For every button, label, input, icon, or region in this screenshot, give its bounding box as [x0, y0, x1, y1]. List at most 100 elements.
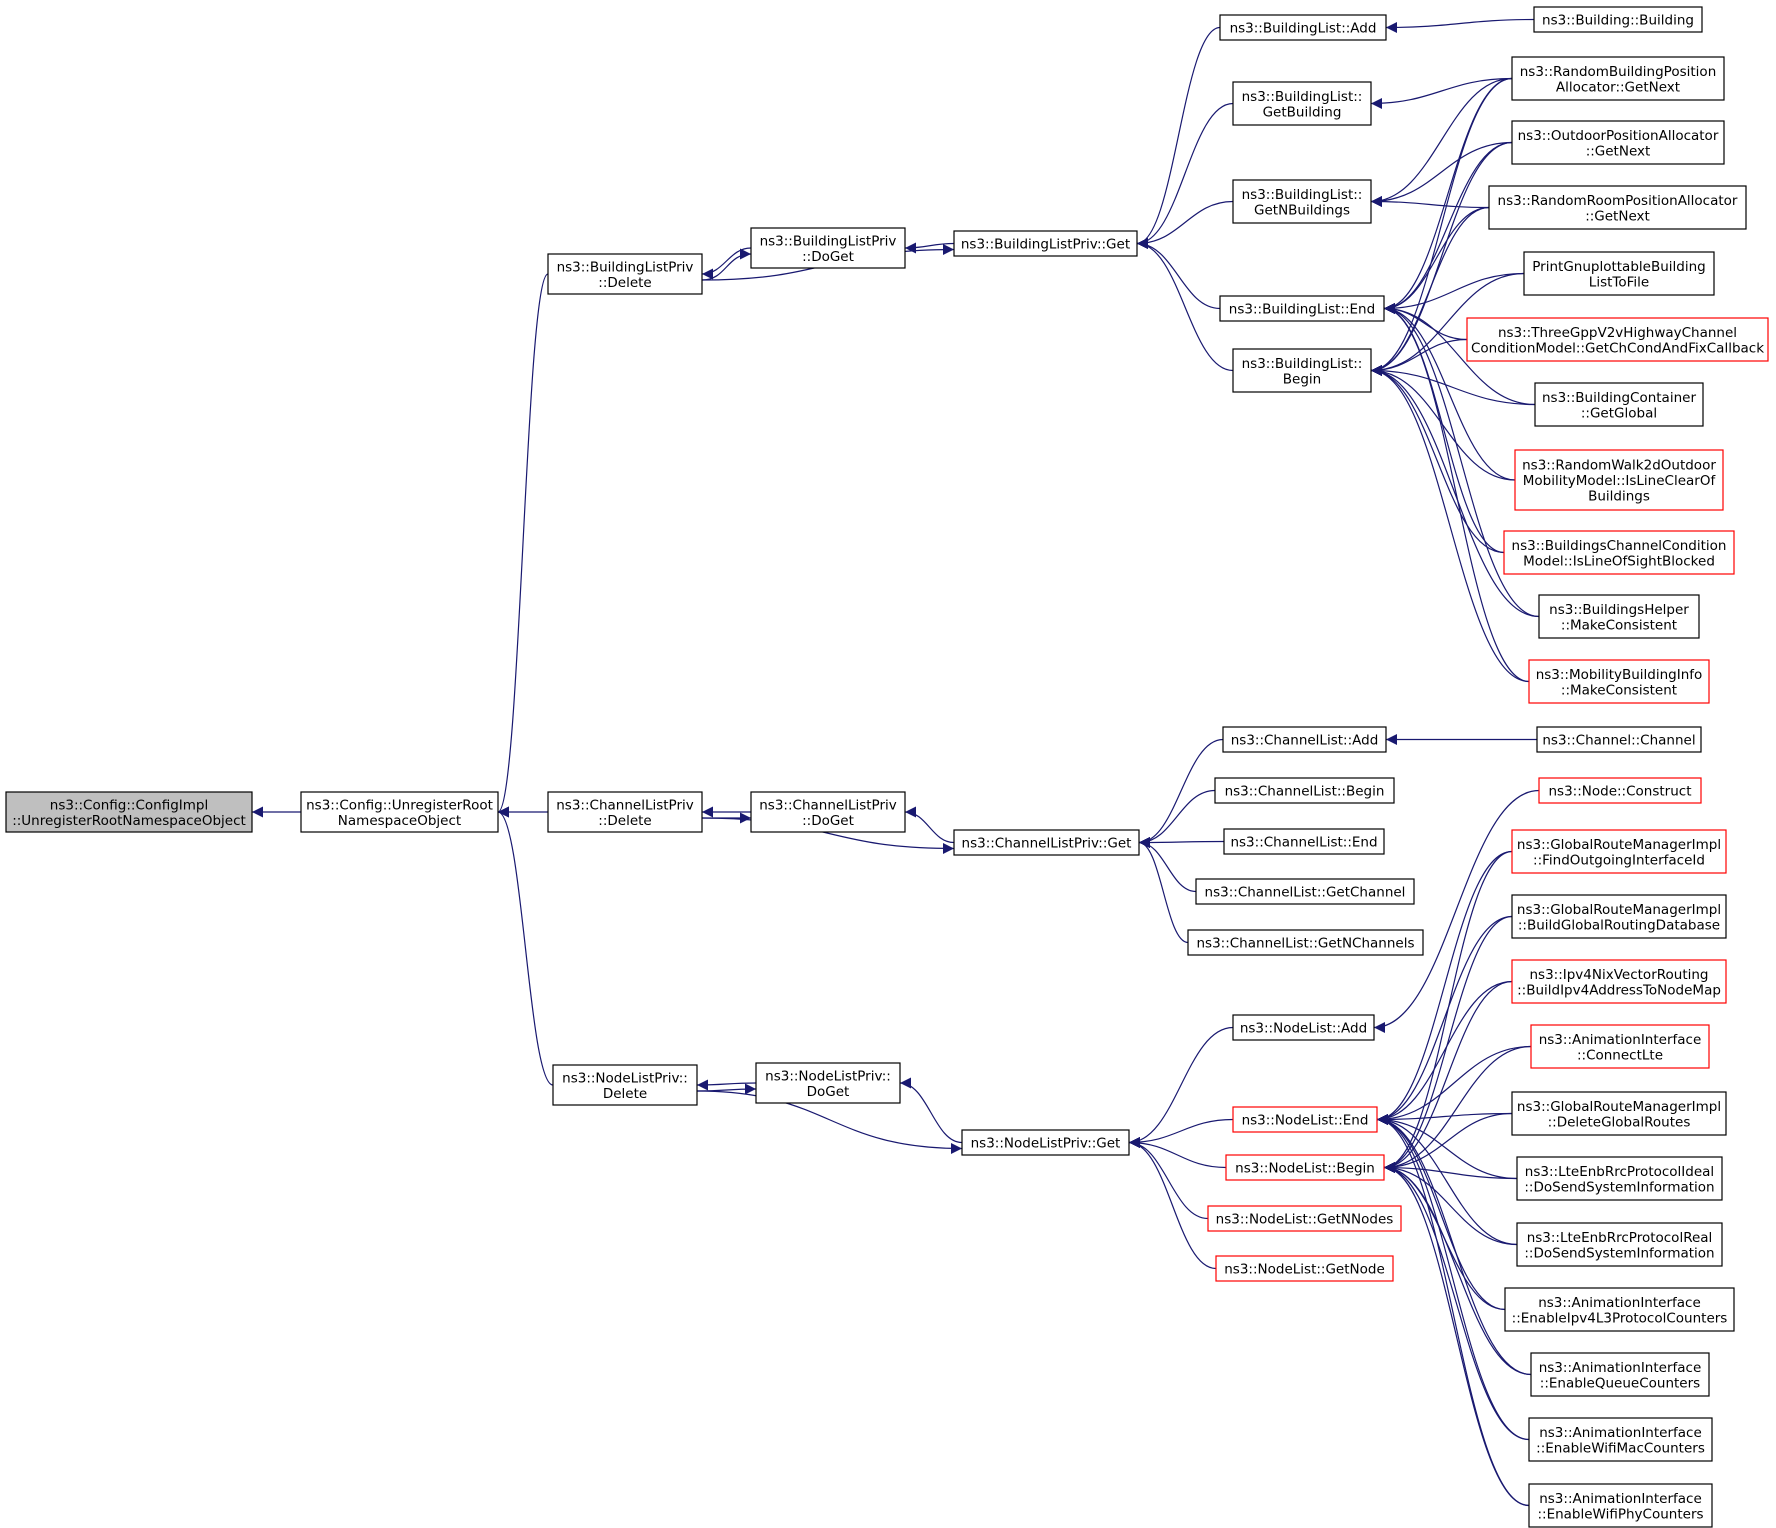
- edge-ipv4nix-to-nlEnd: [1376, 980, 1513, 1125]
- node-box: [1214, 777, 1395, 804]
- node-lteIdeal[interactable]: ns3::LteEnbRrcProtocolIdeal::DoSendSyste…: [1516, 1156, 1723, 1201]
- edge-nlGetNode-to-nlpGet: [1128, 1137, 1217, 1270]
- node-clGetChannel[interactable]: ns3::ChannelList::GetChannel: [1195, 878, 1415, 905]
- node-rw2d[interactable]: ns3::RandomWalk2dOutdoorMobilityModel::I…: [1514, 449, 1724, 511]
- node-aiQueue[interactable]: ns3::AnimationInterface::EnableQueueCoun…: [1530, 1352, 1710, 1397]
- node-unreg[interactable]: ns3::Config::UnregisterRootNamespaceObje…: [300, 791, 499, 833]
- node-box: [1219, 14, 1387, 41]
- node-aiWifiPhy[interactable]: ns3::AnimationInterface::EnableWifiPhyCo…: [1528, 1483, 1713, 1528]
- node-nlGetNode[interactable]: ns3::NodeList::GetNode: [1215, 1255, 1394, 1282]
- node-grmBuild[interactable]: ns3::GlobalRouteManagerImpl::BuildGlobal…: [1511, 894, 1727, 939]
- node-clpDelete[interactable]: ns3::ChannelListPriv::Delete: [547, 791, 703, 833]
- call-edge: [1383, 272, 1525, 314]
- call-edge: [1373, 789, 1540, 1033]
- edge-blpDelete-to-unreg: [497, 273, 549, 818]
- node-blAdd[interactable]: ns3::BuildingList::Add: [1219, 14, 1387, 41]
- node-box: [1503, 530, 1735, 575]
- node-label: ns3::ChannelListPriv::Get: [962, 836, 1132, 852]
- node-nlAdd[interactable]: ns3::NodeList::Add: [1232, 1014, 1375, 1041]
- node-box: [961, 1129, 1130, 1156]
- node-blpDoGet[interactable]: ns3::BuildingListPriv::DoGet: [750, 227, 906, 269]
- edge-blEnd-to-blpGet: [1136, 238, 1221, 310]
- node-clAdd[interactable]: ns3::ChannelList::Add: [1222, 726, 1387, 753]
- node-mbimc[interactable]: ns3::MobilityBuildingInfo::MakeConsisten…: [1528, 659, 1710, 704]
- node-nlEnd[interactable]: ns3::NodeList::End: [1232, 1106, 1378, 1133]
- edge-nlpGet-to-nlpDoGet: [899, 1077, 963, 1144]
- call-edge: [1383, 206, 1490, 314]
- call-edge: [1376, 1114, 1518, 1180]
- node-rbpa[interactable]: ns3::RandomBuildingPositionAllocator::Ge…: [1511, 56, 1725, 101]
- node-nodeConstruct[interactable]: ns3::Node::Construct: [1538, 777, 1702, 804]
- edge-blAdd-to-blpGet: [1136, 26, 1221, 249]
- edge-nlEnd-to-nlpGet: [1128, 1118, 1234, 1148]
- node-box: [1528, 659, 1710, 704]
- edge-grmBuild-to-nlEnd: [1376, 915, 1513, 1125]
- node-label: ns3::BuildingListPriv::Get: [961, 237, 1130, 253]
- node-blGetN[interactable]: ns3::BuildingList::GetNBuildings: [1232, 179, 1372, 224]
- node-clpDoGet[interactable]: ns3::ChannelListPriv::DoGet: [750, 791, 906, 833]
- node-blpGet[interactable]: ns3::BuildingListPriv::Get: [953, 230, 1138, 257]
- node-bcGlobal[interactable]: ns3::BuildingContainer::GetGlobal: [1534, 382, 1704, 427]
- node-grmDelete[interactable]: ns3::GlobalRouteManagerImpl::DeleteGloba…: [1511, 1091, 1727, 1136]
- node-aiLte[interactable]: ns3::AnimationInterface::ConnectLte: [1530, 1024, 1710, 1069]
- node-aiIpv4[interactable]: ns3::AnimationInterface::EnableIpv4L3Pro…: [1504, 1287, 1735, 1332]
- node-nlpDelete[interactable]: ns3::NodeListPriv::Delete: [552, 1064, 698, 1106]
- call-edge: [497, 806, 554, 1086]
- node-nlpDoGet[interactable]: ns3::NodeListPriv::DoGet: [755, 1062, 901, 1104]
- edge-mbimc-to-blEnd: [1383, 303, 1530, 683]
- node-channel[interactable]: ns3::Channel::Channel: [1536, 726, 1702, 753]
- node-label: ns3::RandomBuildingPosition: [1520, 64, 1717, 80]
- node-tgpp[interactable]: ns3::ThreeGppV2vHighwayChannelConditionM…: [1466, 317, 1769, 362]
- call-edge: [1376, 850, 1513, 1125]
- node-label: ns3::AnimationInterface: [1539, 1425, 1702, 1441]
- node-label: ::MakeConsistent: [1561, 617, 1677, 633]
- node-label: ns3::NodeList::GetNode: [1224, 1262, 1385, 1278]
- edge-nlpDoGet-to-nlpDelete: [696, 1079, 757, 1091]
- edge-clBegin-to-clpGet: [1138, 789, 1216, 848]
- node-label: ::DoGet: [802, 813, 854, 829]
- node-rrpa[interactable]: ns3::RandomRoomPositionAllocator::GetNex…: [1488, 185, 1747, 230]
- node-clpGet[interactable]: ns3::ChannelListPriv::Get: [953, 829, 1140, 856]
- node-box: [1466, 317, 1769, 362]
- call-edge: [1383, 1162, 1530, 1507]
- node-nlGetN[interactable]: ns3::NodeList::GetNNodes: [1207, 1205, 1402, 1232]
- node-box: [755, 1062, 901, 1104]
- node-label: ns3::GlobalRouteManagerImpl: [1517, 902, 1721, 918]
- edge-nlpDelete-to-nlpGet: [696, 1090, 963, 1154]
- node-ipv4nix[interactable]: ns3::Ipv4NixVectorRouting::BuildIpv4Addr…: [1511, 959, 1727, 1004]
- node-opa[interactable]: ns3::OutdoorPositionAllocator::GetNext: [1511, 120, 1725, 165]
- edge-rbpa-to-blGetN: [1370, 77, 1513, 207]
- call-edge: [1383, 980, 1513, 1173]
- node-grmFind[interactable]: ns3::GlobalRouteManagerImpl::FindOutgoin…: [1511, 829, 1727, 874]
- node-blpDelete[interactable]: ns3::BuildingListPriv::Delete: [547, 253, 703, 295]
- node-label: ns3::GlobalRouteManagerImpl: [1517, 837, 1721, 853]
- node-box: [1514, 449, 1724, 511]
- call-edge: [1383, 303, 1540, 618]
- node-lteReal[interactable]: ns3::LteEnbRrcProtocolReal::DoSendSystem…: [1516, 1222, 1723, 1267]
- node-nlBegin[interactable]: ns3::NodeList::Begin: [1225, 1154, 1385, 1181]
- node-blBegin[interactable]: ns3::BuildingList::Begin: [1232, 348, 1372, 393]
- call-edge: [1370, 365, 1540, 618]
- node-clBegin[interactable]: ns3::ChannelList::Begin: [1214, 777, 1395, 804]
- node-blGetBuilding[interactable]: ns3::BuildingList::GetBuilding: [1232, 81, 1372, 126]
- node-clEnd[interactable]: ns3::ChannelList::End: [1223, 828, 1385, 855]
- edge-rrpa-to-blBegin: [1370, 206, 1490, 376]
- node-blEnd[interactable]: ns3::BuildingList::End: [1219, 295, 1385, 322]
- node-label: ::EnableQueueCounters: [1540, 1375, 1700, 1391]
- edge-bccm-to-blBegin: [1370, 365, 1505, 554]
- node-bccm[interactable]: ns3::BuildingsChannelConditionModel::IsL…: [1503, 530, 1735, 575]
- call-edge: [1370, 77, 1513, 109]
- node-clGetN[interactable]: ns3::ChannelList::GetNChannels: [1187, 929, 1424, 956]
- node-building[interactable]: ns3::Building::Building: [1533, 6, 1703, 33]
- node-label: ns3::Building::Building: [1542, 13, 1694, 29]
- node-label: GetNBuildings: [1254, 202, 1350, 218]
- node-label: ns3::ThreeGppV2vHighwayChannel: [1498, 325, 1737, 341]
- node-aiWifiMac[interactable]: ns3::AnimationInterface::EnableWifiMacCo…: [1528, 1417, 1713, 1462]
- node-bhmc[interactable]: ns3::BuildingsHelper::MakeConsistent: [1538, 594, 1700, 639]
- node-nlpGet[interactable]: ns3::NodeListPriv::Get: [961, 1129, 1130, 1156]
- node-label: ns3::BuildingsHelper: [1549, 602, 1689, 618]
- node-label: ::DeleteGlobalRoutes: [1548, 1114, 1691, 1130]
- edge-ipv4nix-to-nlBegin: [1383, 980, 1513, 1173]
- node-box: [5, 791, 253, 833]
